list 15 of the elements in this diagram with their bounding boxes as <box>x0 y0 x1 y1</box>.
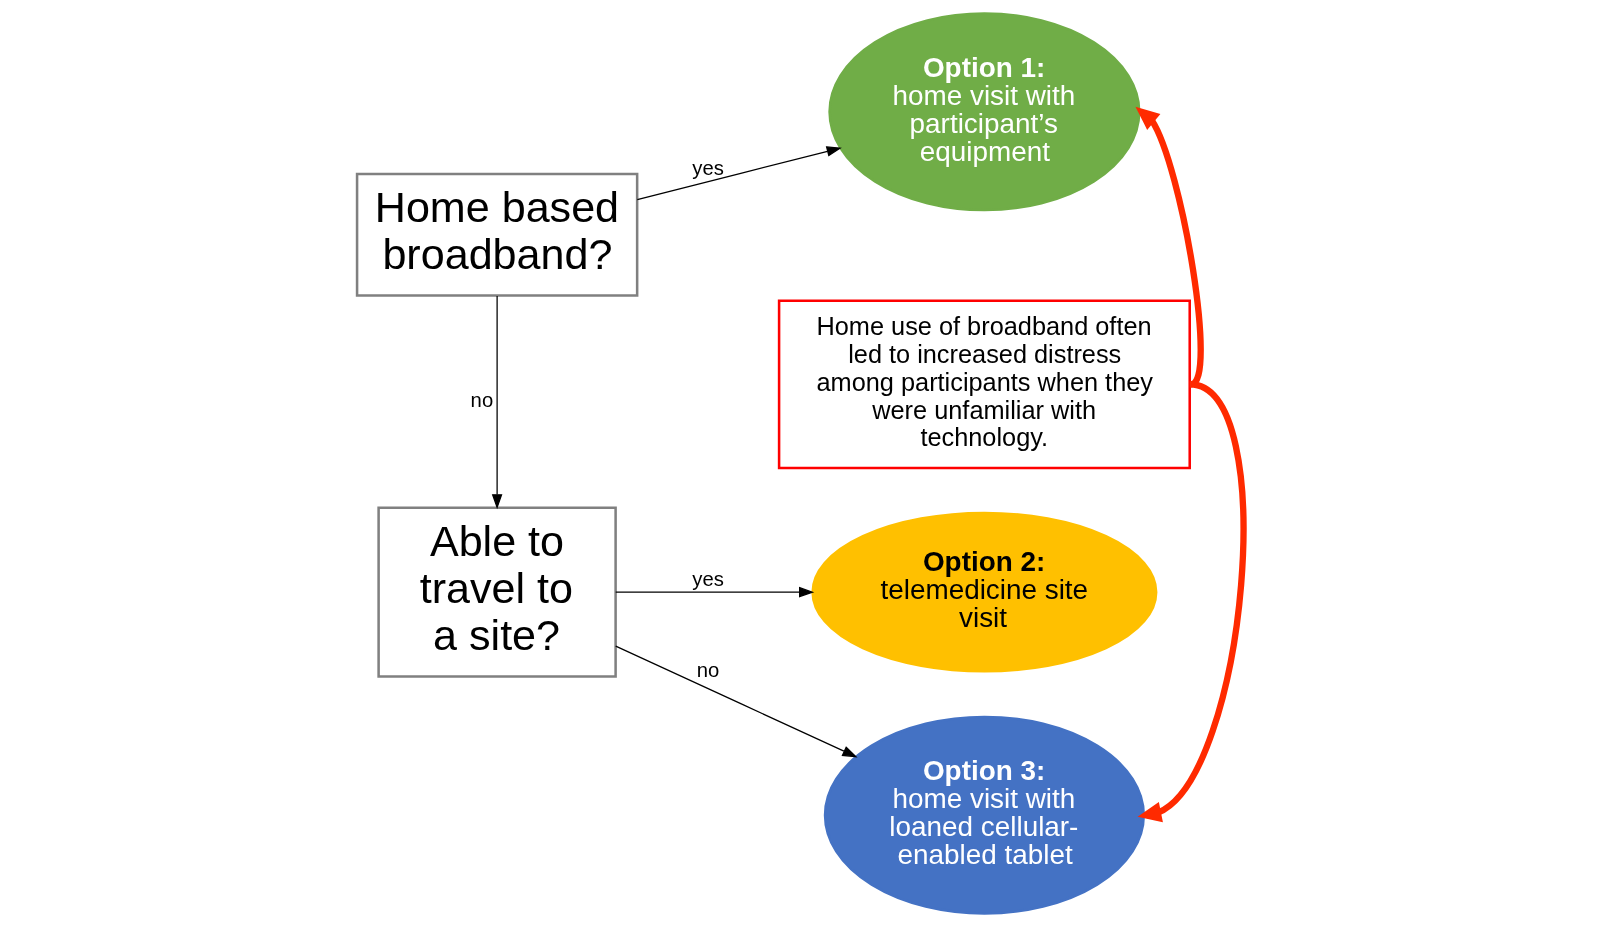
edge-label: yes <box>692 567 724 590</box>
edge-label: yes <box>692 156 724 179</box>
node-ellipse: Option 2: telemedicine site visit <box>811 511 1158 673</box>
arrow <box>1137 381 1247 823</box>
node-ellipse: Option 1: home visit with participant’s equipment <box>828 12 1141 212</box>
arrow <box>615 586 815 598</box>
arrow <box>491 295 503 510</box>
arrow <box>615 645 858 758</box>
node-box: Home based broadband? <box>355 172 639 297</box>
node-ellipse: Option 3: home visit with loaned cellular-enabled tablet <box>823 715 1145 915</box>
edge-label: no <box>470 388 494 411</box>
edge-label: no <box>696 658 720 681</box>
node-box: Able to travel to a site? <box>377 506 617 678</box>
arrow <box>636 146 842 201</box>
node-box: Home use of broadband often led to increased distress among participants when they were unfamiliar with technology. <box>777 299 1191 470</box>
